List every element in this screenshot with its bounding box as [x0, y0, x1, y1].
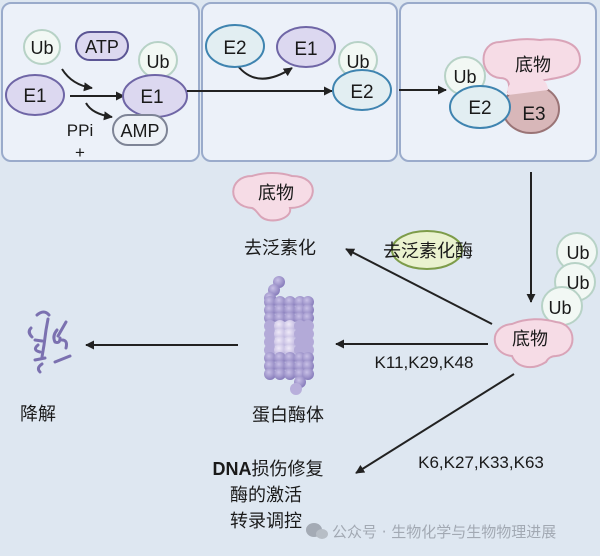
ub-p3-label: Ub: [453, 67, 476, 87]
signaling-arrow: [355, 373, 515, 474]
proteasome-subunit: [290, 383, 302, 395]
e1-released-label: E1: [294, 39, 317, 60]
outcome-dna-bold: DNA: [213, 459, 252, 479]
proteasome-subunit: [284, 368, 296, 380]
e2-enzyme-p3: [449, 85, 511, 129]
e1-complex-label: E1: [140, 87, 163, 108]
outcome-dna-rest: 损伤修复: [252, 459, 324, 480]
k-signaling-label: K6,K27,K33,K63: [418, 453, 544, 472]
e1-released: [276, 26, 336, 68]
ub-chain-1-label: Ub: [566, 243, 589, 263]
e2-enzyme: [205, 24, 265, 68]
peptide-fragments-icon: [27, 310, 72, 374]
ub-substrate-label: 底物: [512, 329, 548, 350]
proteasome-subunit: [274, 368, 286, 380]
e1-label: E1: [23, 86, 46, 107]
e2-label: E2: [223, 38, 246, 59]
ub-chain-2-label: Ub: [566, 273, 589, 293]
amp-molecule: [112, 114, 168, 146]
ub-bound-e2-label: Ub: [346, 52, 369, 72]
ppi-label: PPi: [67, 121, 93, 140]
deubiquitination-arrow: [345, 248, 493, 325]
e3-label: E3: [522, 104, 545, 125]
degradation-label: 降解: [20, 404, 56, 425]
ub-chain-3-label: Ub: [548, 298, 571, 318]
proteasome-subunit: [264, 368, 276, 380]
ub-label: Ub: [30, 38, 53, 58]
amp-label: AMP: [120, 121, 159, 141]
panel-e3-ligation: [399, 2, 597, 162]
atp-label: ATP: [85, 37, 119, 57]
wechat-icon: [306, 523, 328, 539]
panel1-content: Ub ATP E1 Ub E1 PPi + AMP: [5, 29, 188, 162]
deub-substrate-label: 底物: [258, 183, 294, 204]
deub-substrate-shape: [232, 172, 314, 222]
e1-enzyme: [5, 74, 65, 116]
ub-binding-arrow: [61, 68, 93, 92]
e2-p3-label: E2: [468, 98, 491, 119]
plus-sign: +: [75, 143, 85, 162]
polyub-chain: Ub Ub Ub: [541, 232, 598, 326]
outcome-enzyme-activation: 酶的激活: [230, 485, 302, 506]
e2-ub-complex: [332, 69, 392, 111]
atp-molecule: [75, 31, 129, 61]
deubiquitination-label: 去泛素化: [244, 238, 316, 259]
k-degradation-label: K11,K29,K48: [375, 353, 474, 372]
ub-substrate-shape: [493, 318, 574, 369]
watermark-text: 公众号 · 生物化学与生物物理进展: [332, 523, 556, 541]
proteasome-label: 蛋白酶体: [252, 405, 324, 426]
proteasome-subunit: [302, 368, 314, 380]
outcome-transcription: 转录调控: [230, 511, 302, 532]
panel2-content: E2 E1 Ub E2: [205, 24, 392, 111]
substrate-overlap: [507, 77, 548, 95]
substrate-p3-label: 底物: [515, 55, 551, 76]
outcome-dna-repair: DNA损伤修复: [213, 459, 324, 480]
deubiquitinase-label: 去泛素化酶: [383, 241, 473, 262]
amp-release-arrow: [85, 102, 113, 121]
panel3-content: Ub E2 E3 底物: [444, 38, 582, 134]
ub-bound-label: Ub: [146, 52, 169, 72]
proteasome-icon: [264, 276, 314, 395]
e2-complex-label: E2: [350, 82, 373, 103]
deubiquitinase-shape: [391, 230, 463, 270]
ub-molecule: [23, 29, 61, 65]
